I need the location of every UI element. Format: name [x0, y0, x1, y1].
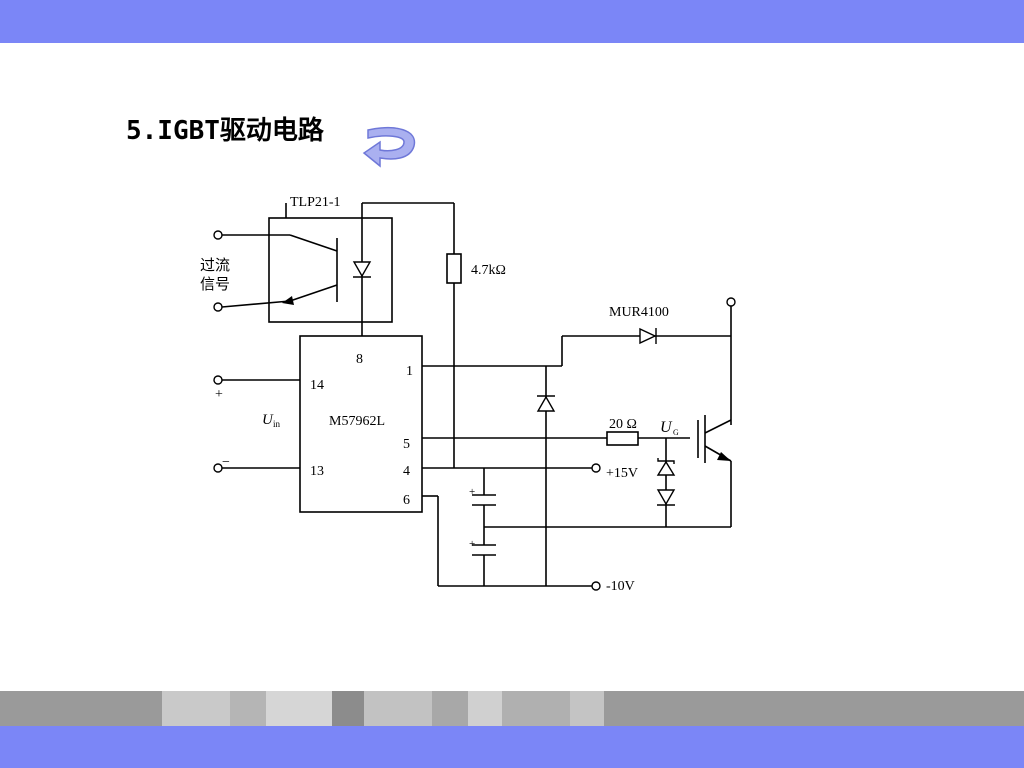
cap-plus-2: + [469, 538, 475, 550]
supply-neg-label: -10V [606, 579, 635, 594]
terminals [213, 230, 736, 591]
pin-6-label: 6 [403, 493, 410, 508]
ug-label: U [660, 419, 673, 436]
pin-14-label: 14 [310, 378, 324, 393]
uin-label: U [262, 412, 274, 428]
pin-1-label: 1 [406, 364, 413, 379]
ug-subscript: G [673, 428, 679, 437]
strip-tile [162, 691, 230, 726]
led-diode [352, 261, 372, 278]
resistor-20-label: 20 Ω [609, 417, 637, 432]
uin-subscript: in [273, 419, 281, 429]
strip-tile [502, 691, 570, 726]
ic-m57962l [299, 335, 423, 513]
ic-label: M57962L [329, 414, 385, 429]
top-banner [0, 0, 1024, 43]
pin-8-label: 8 [356, 352, 363, 367]
strip-tile [432, 691, 468, 726]
supply-pos-label: +15V [606, 466, 638, 481]
input-minus-label: − [222, 455, 230, 470]
resistor-4-7k-label: 4.7kΩ [471, 263, 506, 278]
resistor-20-ohm [606, 431, 639, 446]
slide-title: 5.IGBT驱动电路 [126, 116, 324, 146]
strip-tile [468, 691, 502, 726]
decorative-photo-strip [0, 691, 1024, 726]
strip-tile [266, 691, 332, 726]
strip-tile [364, 691, 432, 726]
input-plus-label: + [215, 387, 223, 402]
bottom-banner [0, 726, 1024, 768]
curved-return-arrow-icon[interactable] [362, 122, 420, 170]
clamp-diode [536, 395, 556, 412]
optocoupler-label: TLP21-1 [290, 195, 341, 210]
pin-13-label: 13 [310, 464, 324, 479]
strip-tile [570, 691, 604, 726]
igbt-driver-circuit: TLP21-1 过流 信号 4.7kΩ MUR4100 8 1 14 + U i… [200, 195, 736, 594]
overcurrent-label-2: 信号 [200, 275, 230, 293]
zener-diodes [656, 458, 676, 506]
pin-5-label: 5 [403, 437, 410, 452]
overcurrent-label-1: 过流 [200, 256, 230, 274]
pin-4-label: 4 [403, 464, 410, 479]
mur4100-label: MUR4100 [609, 305, 669, 320]
strip-tile [230, 691, 266, 726]
cap-plus-1: + [469, 486, 475, 498]
strip-tile [332, 691, 364, 726]
mur4100-diode [639, 327, 657, 345]
resistor-4-7k [446, 253, 462, 284]
optocoupler-box [268, 217, 393, 323]
